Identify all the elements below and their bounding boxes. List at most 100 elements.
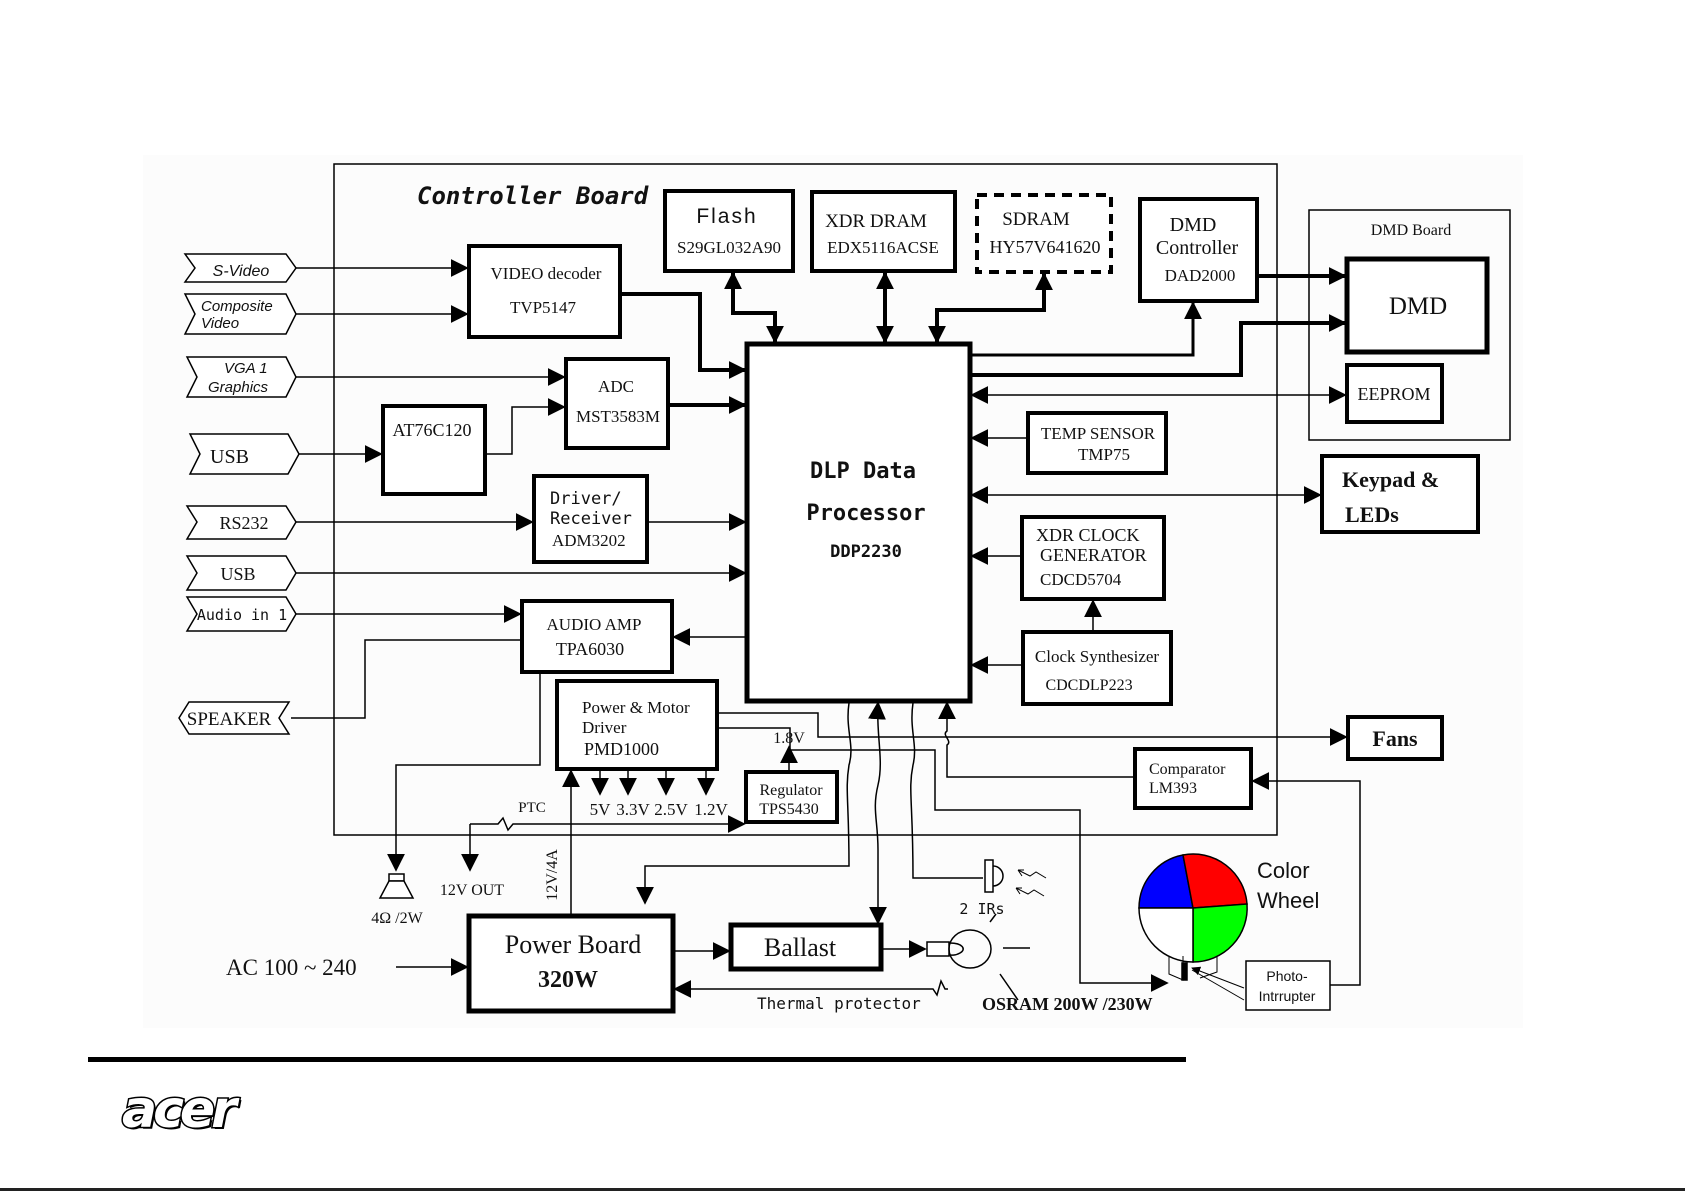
input-composite-video: Composite Video: [183, 293, 297, 335]
dmd-controller-part: DAD2000: [1165, 266, 1236, 285]
wheel-sensor-tab: [1181, 962, 1188, 981]
dmd-block: DMD: [1344, 256, 1490, 355]
wheel-segment-red: [1182, 853, 1248, 909]
regulator-part: TPS5430: [759, 801, 819, 818]
sdram-box: [975, 193, 1113, 274]
label-2-5v: 2.5V: [654, 800, 688, 819]
connector-shape: [183, 253, 297, 283]
lamp-base: [926, 941, 950, 957]
eeprom-box: [1345, 363, 1444, 424]
at76c120-box: [381, 404, 487, 496]
output-speaker: SPEAKER: [178, 701, 291, 735]
ir-signal-2: [1015, 887, 1045, 897]
wheel-segment-blue: [1138, 854, 1194, 909]
photo-interrupter-block: Photo- Intrrupter: [1245, 960, 1331, 1011]
rs232-label: RS232: [219, 513, 268, 533]
temp-sensor-title: TEMP SENSOR: [1041, 424, 1156, 443]
clock-synth-title: Clock Synthesizer: [1035, 647, 1160, 666]
dmd-controller-line2: Controller: [1156, 237, 1239, 259]
eeprom-block: EEPROM: [1345, 363, 1444, 424]
acer-logo: acer: [121, 1079, 239, 1142]
input-usb-2: USB: [185, 555, 297, 591]
at76c120-block: AT76C120: [381, 404, 487, 496]
power-board-title: Power Board: [505, 930, 641, 959]
wire-flash-dlp: [724, 271, 784, 344]
power-motor-driver-block: Power & Motor Driver PMD1000: [555, 679, 719, 771]
lamp-ray-3: [999, 973, 1019, 1001]
fans-box: [1346, 715, 1444, 761]
fans-block: Fans: [1346, 715, 1444, 761]
clock-synth-part: CDCDLP223: [1045, 677, 1132, 694]
ballast-box: [728, 922, 884, 972]
photo-beam-1: [1191, 966, 1245, 989]
label-1-8v: 1.8V: [773, 730, 805, 747]
connector-shape: [185, 596, 297, 632]
connector-shape: [183, 293, 297, 335]
color-wheel-icon: [1138, 853, 1248, 1001]
label-thermal-protector: Thermal protector: [757, 994, 921, 1013]
dmd-box: [1344, 256, 1490, 355]
lamp-bulb: [948, 929, 992, 969]
driver-receiver-block: Driver/ Receiver ADM3202: [532, 474, 649, 564]
keypad-line2: LEDs: [1345, 502, 1399, 527]
wire-speaker: [291, 639, 522, 719]
regulator-block: Regulator TPS5430: [744, 770, 839, 824]
xdr-dram-part: EDX5116ACSE: [827, 238, 939, 257]
photo-interrupter-line2: Intrrupter: [1259, 988, 1316, 1004]
power-board-block: Power Board 320W: [466, 913, 676, 1014]
speaker-label: SPEAKER: [187, 709, 272, 730]
power-board-box: [466, 913, 676, 1014]
keypad-leds-box: [1320, 454, 1480, 534]
wheel-segment-white: [1138, 907, 1194, 963]
regulator-box: [744, 770, 839, 824]
usb-1-label: USB: [210, 446, 249, 468]
dmd-controller-block: DMD Controller DAD2000: [1138, 197, 1259, 303]
xdr-dram-title: XDR DRAM: [825, 211, 927, 232]
driver-receiver-line1: Driver/: [550, 489, 622, 509]
wire-at76c120-adc: [485, 398, 566, 455]
power-motor-line1: Power & Motor: [582, 698, 690, 717]
wire-video-dlp: [620, 292, 747, 379]
speaker-cone: [378, 880, 415, 899]
video-decoder-title: VIDEO decoder: [491, 264, 602, 283]
vga-label-1: VGA 1: [224, 360, 268, 377]
ballast-block: Ballast: [728, 922, 884, 972]
flash-part: S29GL032A90: [677, 238, 781, 257]
xdr-clock-line2: GENERATOR: [1040, 545, 1147, 565]
dlp-line1: DLP Data: [810, 459, 916, 484]
driver-receiver-box: [532, 474, 649, 564]
adc-box: [564, 357, 670, 450]
xdr-dram-box: [810, 190, 957, 273]
ballast-title: Ballast: [764, 933, 837, 962]
keypad-line1: Keypad &: [1342, 467, 1439, 492]
dmd-controller-line1: DMD: [1170, 214, 1217, 236]
audio-amp-title: AUDIO AMP: [547, 615, 642, 634]
connector-shape: [188, 433, 300, 475]
dlp-part: DDP2230: [830, 542, 902, 562]
connector-shape: [178, 701, 291, 735]
wire-sdram-dlp: [928, 272, 1053, 344]
label-speaker-rating: 4Ω /2W: [371, 910, 423, 927]
wire-dlp-dmd: [970, 314, 1347, 377]
photo-beam-2: [1191, 969, 1245, 1001]
power-motor-part: PMD1000: [584, 739, 659, 759]
usb-2-label: USB: [220, 564, 255, 584]
label-wheel: Wheel: [1257, 888, 1319, 913]
label-lamp: OSRAM 200W /230W: [982, 994, 1153, 1014]
label-2-irs: 2 IRs: [959, 900, 1004, 918]
label-1-2v: 1.2V: [694, 800, 728, 819]
input-rs232: RS232: [185, 505, 297, 540]
wire-thermal: [673, 978, 948, 998]
temp-sensor-box: [1026, 411, 1168, 475]
flash-block: Flash S29GL032A90: [663, 189, 795, 273]
input-audio-in: Audio in 1: [185, 596, 297, 632]
lamp-icon: [926, 913, 1030, 1001]
label-5v: 5V: [590, 800, 612, 819]
xdr-clock-line1: XDR CLOCK: [1036, 525, 1140, 545]
connector-shape: [185, 505, 297, 540]
fans-title: Fans: [1372, 726, 1418, 751]
at76c120-title: AT76C120: [392, 420, 471, 440]
bottom-edge: [0, 1188, 1685, 1191]
wire-ptc: [470, 815, 746, 833]
wire-comparator-dlp: [938, 701, 1135, 778]
